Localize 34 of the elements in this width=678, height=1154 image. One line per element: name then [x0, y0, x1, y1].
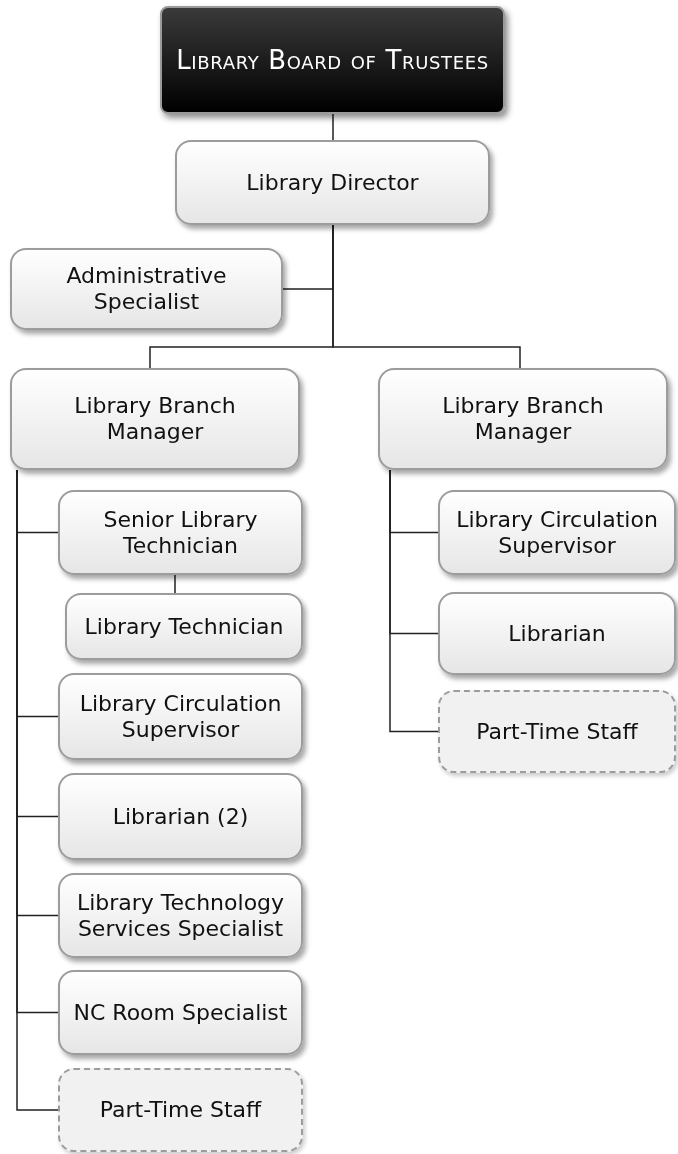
connector-line: [174, 574, 176, 594]
role-title: Administrative Specialist: [65, 263, 228, 315]
role-box: [10, 368, 300, 470]
title-box: [160, 6, 505, 114]
role-title: Part-Time Staff: [476, 718, 638, 745]
role-title: Library Circulation Supervisor: [78, 690, 283, 743]
connector-line: [332, 113, 334, 141]
role-box: [438, 490, 676, 575]
role-title: Library Branch Manager: [441, 393, 605, 445]
role-box: [58, 773, 303, 860]
role-title: NC Room Specialist: [73, 999, 288, 1026]
connector-line: [389, 469, 439, 733]
role-title: Library Circulation Supervisor: [455, 506, 659, 559]
role-title: Part-Time Staff: [99, 1097, 262, 1123]
role-box: [58, 673, 303, 760]
role-title: Librarian (2): [112, 803, 249, 830]
role-title: Library Technology Services Specialist: [75, 889, 286, 942]
role-box: [438, 592, 676, 675]
role-box: [175, 140, 490, 225]
role-title: Library Director: [246, 169, 419, 196]
role-box: [65, 593, 303, 660]
role-title: Library Technician: [84, 613, 284, 640]
role-box: [58, 873, 303, 958]
role-title: Library Branch Manager: [73, 393, 237, 445]
role-box: [58, 970, 303, 1055]
role-box-dashed: [58, 1068, 303, 1152]
role-box: [10, 248, 283, 330]
role-box: [378, 368, 668, 470]
role-box-dashed: [438, 690, 676, 773]
role-box: [58, 490, 303, 575]
role-title: Librarian: [508, 620, 606, 647]
connector-line: [332, 224, 521, 369]
role-title: Library Board of Trustees: [176, 44, 489, 77]
role-title: Senior Library Technician: [102, 506, 259, 559]
